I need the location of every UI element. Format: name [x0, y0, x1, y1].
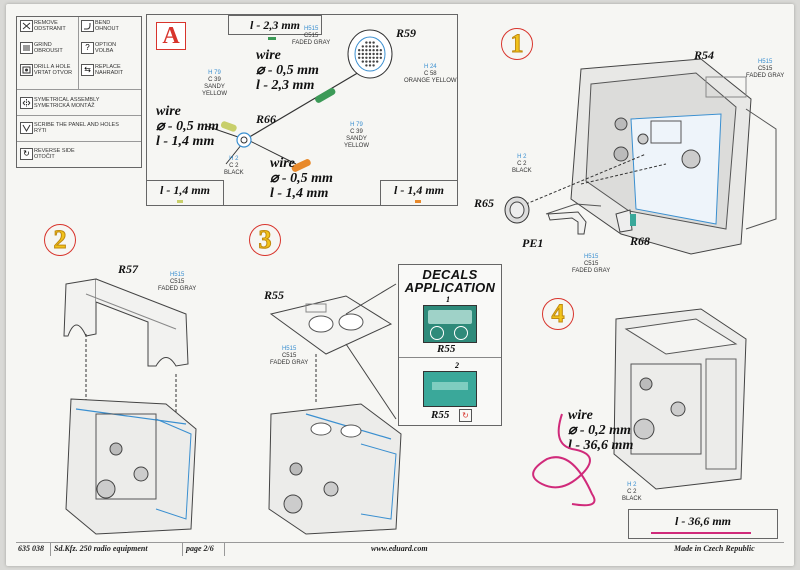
- footer-url: www.eduard.com: [371, 544, 428, 553]
- reverse-icon-decal: ↻: [459, 409, 472, 422]
- footer-made-in: Made in Czech Republic: [674, 544, 755, 553]
- pe1-label: PE1: [522, 236, 544, 250]
- step-2-number: 2: [44, 224, 76, 256]
- decal-1-image: [423, 305, 477, 343]
- grind-icon: [20, 42, 33, 54]
- scribe-icon: [20, 122, 33, 134]
- section-a-diagram: [205, 67, 367, 172]
- decal-1-label: R55: [437, 343, 456, 355]
- radio-box-r54: [570, 58, 777, 255]
- r66-label: R66: [256, 112, 277, 126]
- step-1-arrows: [525, 153, 667, 215]
- instruction-sheet: { "legend": { "remove": {"en":"REMOVE","…: [6, 4, 794, 566]
- r54-label: R54: [694, 48, 715, 62]
- radio-box-step2: [65, 398, 197, 535]
- section-a-length-right: l - 1,4 mm: [380, 180, 458, 206]
- r68-label: R68: [630, 234, 651, 248]
- reverse-icon: ↻: [20, 148, 33, 160]
- section-a-top-length: l - 2,3 mm: [228, 15, 322, 35]
- drill-icon: [20, 64, 33, 76]
- replace-icon: ⇆: [81, 64, 94, 76]
- footer-page: page 2/6: [186, 544, 214, 553]
- bend-icon: [81, 20, 94, 32]
- decal-pointer-lines: [345, 283, 397, 420]
- r55-panel: [269, 295, 393, 355]
- radio-box-step3: [268, 403, 402, 535]
- step-4-number: 4: [542, 298, 574, 330]
- option-icon: ?: [81, 42, 94, 54]
- decal-2-image: [423, 371, 477, 407]
- r68-part: [615, 209, 636, 233]
- decals-box: DECALS APPLICATION 1 R55 2 R55 ↻: [398, 264, 502, 426]
- r59-part: [347, 29, 393, 79]
- section-a-label: A: [156, 22, 186, 50]
- decal-2-label: R55: [431, 409, 450, 421]
- r65-label: R65: [474, 196, 495, 210]
- step4-length-box: l - 36,6 mm: [628, 509, 778, 539]
- step-3-arrows: [315, 354, 317, 404]
- step-1-number: 1: [501, 28, 533, 60]
- symmetric-icon: [20, 97, 33, 109]
- step-3-number: 3: [249, 224, 281, 256]
- remove-icon: [20, 20, 33, 32]
- section-a-length-left: l - 1,4 mm: [146, 180, 224, 206]
- footer-title: Sd.Kfz. 250 radio equipment: [54, 544, 148, 553]
- pe1-part: [547, 211, 587, 235]
- radio-box-step4: [613, 308, 747, 490]
- step4-wire: [532, 413, 596, 507]
- section-a-box: [146, 14, 458, 206]
- r57-label: R57: [118, 262, 139, 276]
- r65-part: [504, 196, 530, 224]
- r57-frame: [63, 278, 189, 367]
- r59-label: R59: [396, 26, 417, 40]
- footer-code: 635 038: [18, 544, 44, 553]
- r55-label-step3: R55: [264, 288, 285, 302]
